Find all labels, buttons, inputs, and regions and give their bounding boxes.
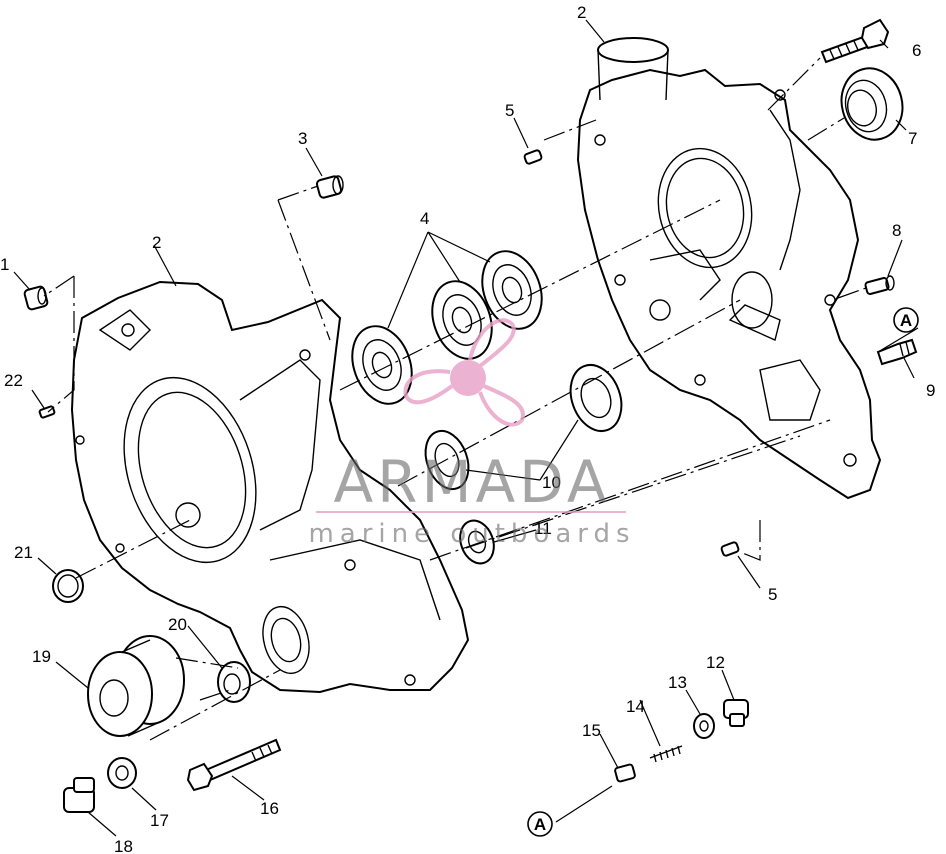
callout-3: 3 (298, 129, 307, 148)
part-4-bearings (351, 250, 543, 405)
callout-21: 21 (14, 543, 33, 562)
part-8-dowel (864, 275, 895, 295)
callout-16: 16 (260, 799, 279, 818)
callout-14: 14 (626, 697, 645, 716)
callout-4: 4 (420, 209, 429, 228)
callout-2-left: 2 (152, 233, 161, 252)
part-5-dowel-upper (523, 149, 543, 165)
part-20-seal (217, 661, 251, 703)
part-16-long-bolt (186, 738, 282, 792)
part-9-fitting (876, 338, 918, 366)
part-18-drain-plug (63, 777, 95, 813)
callout-19: 19 (32, 647, 51, 666)
callout-2-right: 2 (577, 3, 586, 22)
reference-marker-upper: A (893, 307, 919, 333)
callout-8: 8 (892, 221, 901, 240)
callout-18: 18 (114, 837, 133, 854)
callout-5-upper: 5 (505, 101, 514, 120)
watermark-tagline: marine outboards (308, 519, 635, 549)
callout-15: 15 (582, 721, 601, 740)
part-21-o-ring (52, 569, 84, 603)
callout-22: 22 (4, 371, 23, 390)
callout-10: 10 (542, 473, 561, 492)
leader-lines (13, 19, 919, 837)
part-3-bushing (315, 175, 344, 199)
part-14-spring (649, 745, 683, 763)
part-15-plunger (614, 763, 636, 783)
callout-13: 13 (668, 673, 687, 692)
callout-20: 20 (168, 615, 187, 634)
part-6-bolt (820, 18, 890, 64)
part-12-plug (723, 699, 749, 727)
alignment-lines (43, 57, 867, 741)
callout-6: 6 (912, 41, 921, 60)
part-1-dowel-bushing (23, 285, 49, 311)
callout-5-lower: 5 (768, 585, 777, 604)
watermark: ARMADA marine outboards (308, 318, 635, 549)
reference-marker-lower: A (527, 811, 553, 837)
reference-marker-lower-label: A (534, 815, 546, 834)
part-13-washer (693, 713, 715, 739)
part-7-oil-seal (840, 67, 904, 141)
callout-17: 17 (150, 811, 169, 830)
callout-1: 1 (0, 255, 9, 274)
watermark-brand: ARMADA (333, 448, 610, 516)
part-5-dowel-lower (720, 541, 740, 557)
callout-9: 9 (926, 381, 935, 400)
callout-11: 11 (534, 519, 552, 538)
part-17-washer (107, 757, 137, 789)
part-19-pulley (87, 635, 185, 737)
right-crankcase-half (576, 37, 882, 500)
left-crankcase-half (70, 280, 470, 694)
callout-7: 7 (908, 129, 917, 148)
part-11-bearing (459, 519, 495, 565)
reference-marker-upper-label: A (900, 311, 912, 330)
callout-labels: 1 2 2 3 4 5 5 6 7 8 9 10 11 12 13 14 15 … (0, 3, 935, 854)
callout-12: 12 (706, 653, 725, 672)
propeller-logo-icon (403, 318, 525, 427)
